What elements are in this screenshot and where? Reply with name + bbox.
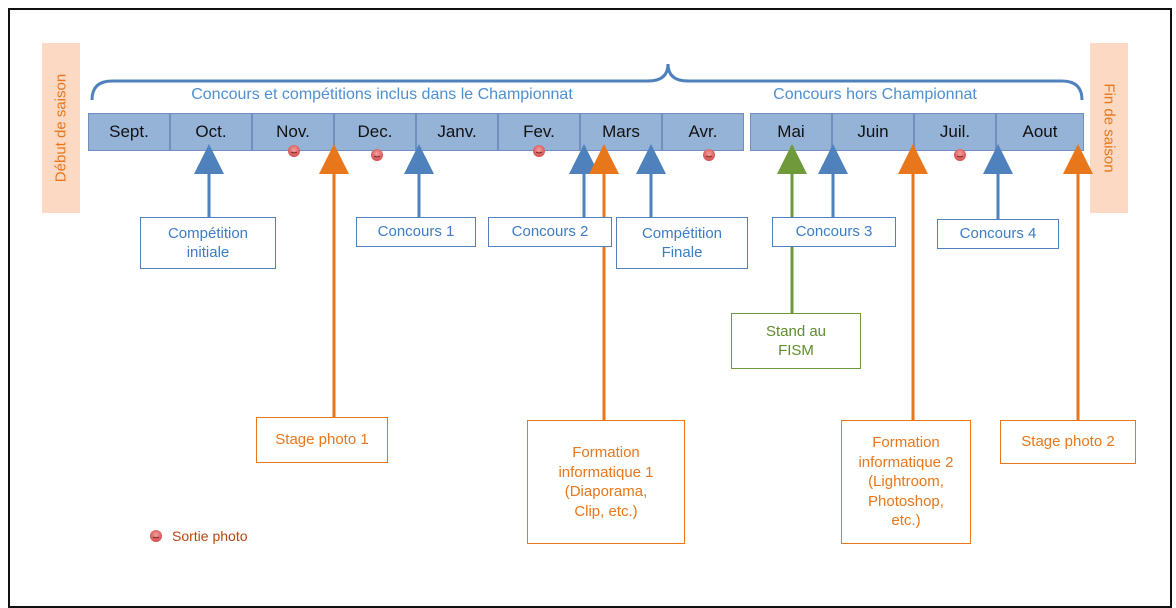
sortie-dot-juil	[954, 149, 966, 161]
championship-bracket-label: Concours et compétitions inclus dans le …	[191, 86, 573, 103]
stage-photo-1-box: Stage photo 1	[256, 417, 388, 463]
stand-fism-box: Stand au FISM	[731, 313, 861, 369]
connector-lines	[90, 63, 1093, 542]
legend-sortie-photo-label: Sortie photo	[172, 528, 248, 544]
month-janv: Janv.	[416, 113, 498, 151]
championship-bracket	[90, 63, 1084, 101]
season-end-label-box: Fin de saison	[1090, 43, 1128, 213]
sortie-dot-dec	[371, 149, 383, 161]
sortie-dot-nov	[288, 145, 300, 157]
competition-finale-box: Compétition Finale	[616, 217, 748, 269]
formation-informatique-1-box: Formation informatique 1 (Diaporama, Cli…	[527, 420, 685, 544]
sortie-dot-avr	[703, 149, 715, 161]
month-sept: Sept.	[88, 113, 170, 151]
concours-4-box: Concours 4	[937, 219, 1059, 249]
competition-initiale-box: Compétition initiale	[140, 217, 276, 269]
sortie-dot-fev	[533, 145, 545, 157]
month-oct: Oct.	[170, 113, 252, 151]
formation-informatique-2-box: Formation informatique 2 (Lightroom, Pho…	[841, 420, 971, 544]
concours-1-box: Concours 1	[356, 217, 476, 247]
month-avr: Avr.	[662, 113, 744, 151]
legend-dot	[150, 530, 162, 542]
concours-3-box: Concours 3	[772, 217, 896, 247]
sortie-photo-markers	[150, 145, 966, 542]
concours-2-box: Concours 2	[488, 217, 612, 247]
non-championship-bracket-label: Concours hors Championnat	[773, 86, 977, 103]
month-fev: Fev.	[498, 113, 580, 151]
season-start-label-box: Début de saison	[42, 43, 80, 213]
stage-photo-2-box: Stage photo 2	[1000, 420, 1136, 464]
